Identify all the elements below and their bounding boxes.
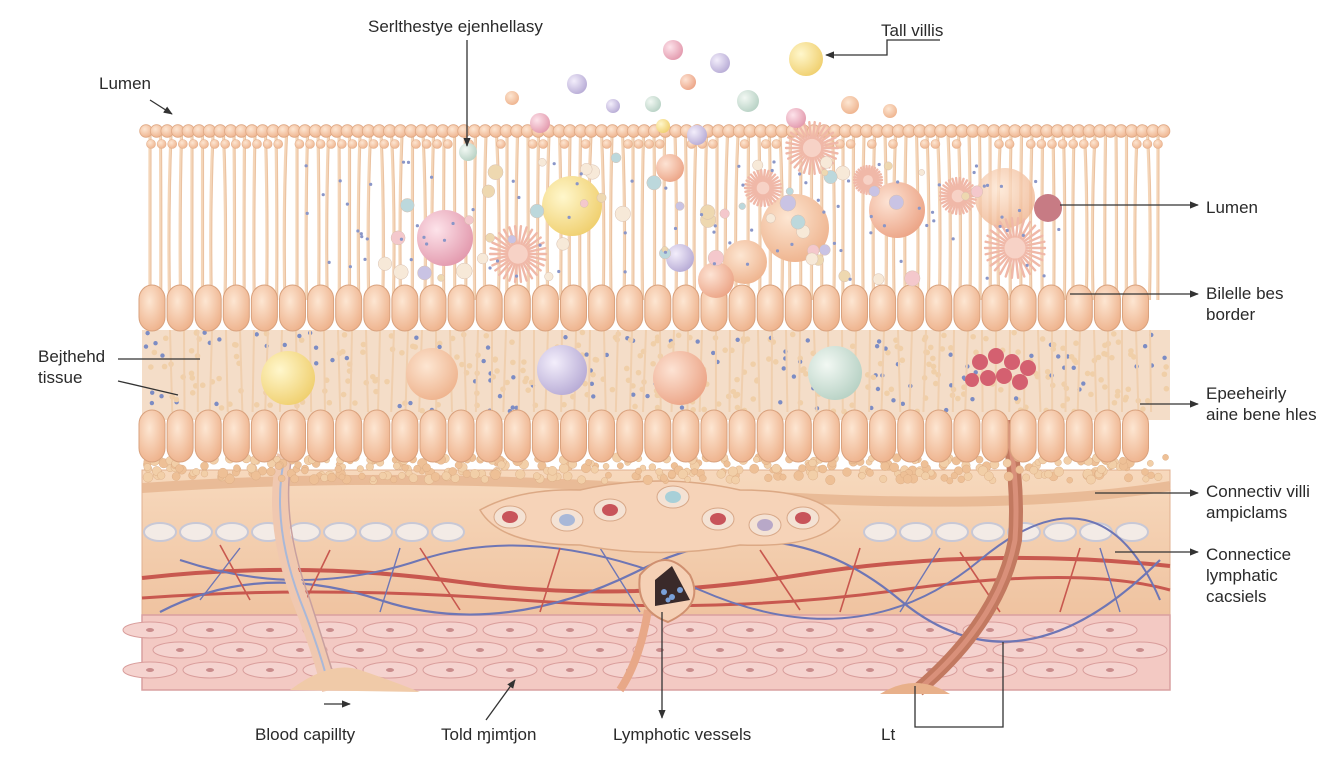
label-top-center: Serlthestye ejenhellasy (368, 17, 543, 36)
enterocyte-row-upper (138, 284, 1149, 332)
label-right-3: Epeeheirly aine bene hles (1206, 383, 1317, 425)
label-left-line2: tissue (38, 368, 83, 387)
label-left-line1: Bejthehd (38, 347, 106, 366)
small-particles (304, 152, 1061, 287)
lymphatic-duct (616, 609, 652, 693)
mid-vesicles (261, 345, 1036, 405)
label-top-left: Lumen (99, 74, 151, 93)
label-right-5: Connectice lymphatic cacsiels (1206, 544, 1291, 607)
label-bottom-2: Told ɱimtjon (441, 725, 537, 744)
label-right-5-line2: lymphatic (1206, 566, 1278, 585)
label-right-3-line1: Epeeheirly (1206, 384, 1287, 403)
brush-border-caps (139, 124, 1171, 149)
label-left: Bejthehd tissue (38, 346, 105, 388)
label-top-right: Tall villis (881, 21, 944, 40)
villi-vesicles (417, 154, 1062, 298)
label-right-5-line3: cacsiels (1206, 587, 1267, 606)
label-right-5-line1: Connectice (1206, 545, 1292, 564)
label-bottom-1: Blood capillty (255, 725, 356, 744)
label-bottom-4: Lt (881, 725, 896, 744)
label-right-4-line1: Connectiv villi (1206, 482, 1310, 501)
label-right-1: Lumen (1206, 198, 1258, 217)
label-right-4-line2: ampiclams (1206, 503, 1288, 522)
spiky-particles (488, 120, 1047, 284)
crypt-mound (478, 480, 841, 554)
crypt-cells (493, 485, 820, 537)
lumen-particles (459, 40, 897, 161)
label-right-4: Connectiv villi ampiclams (1206, 481, 1310, 523)
enterocyte-row-lower (138, 409, 1149, 463)
label-right-2-line2: border (1206, 305, 1256, 324)
label-bottom-3: Lymphotic vessels (613, 725, 752, 744)
label-right-2-line1: Bilelle bes (1206, 284, 1284, 303)
leader-lines (117, 39, 1199, 728)
label-right-2: Bilelle bes border (1206, 283, 1284, 325)
label-right-3-line2: aine bene hles (1206, 405, 1317, 424)
